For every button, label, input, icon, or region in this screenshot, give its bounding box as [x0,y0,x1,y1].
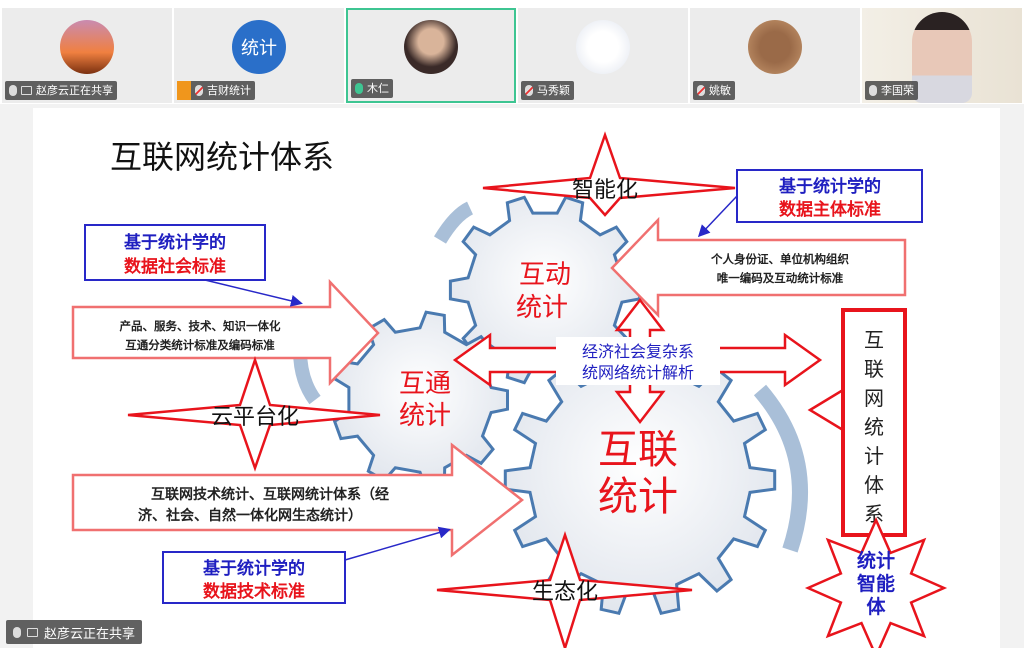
arrow-right [610,216,907,319]
box-subject-standard: 基于统计学的 数据主体标准 [697,169,923,238]
star-cloud-platform [127,356,381,472]
participant-tile[interactable]: 统计 吉财统计 [174,8,344,103]
svg-text:生态化: 生态化 [532,580,598,605]
svg-text:济、社会、自然一体化网生态统计）: 济、社会、自然一体化网生态统计） [138,507,362,524]
svg-text:互联网技术统计、互联网统计体系（经: 互联网技术统计、互联网统计体系（经 [151,486,389,503]
star-intelligent [482,131,736,217]
svg-text:产品、服务、技术、知识一体化: 产品、服务、技术、知识一体化 [120,319,281,333]
participant-name: 赵彦云正在共享 [36,84,113,97]
box-social-standard: 基于统计学的 数据社会标准 [84,224,303,307]
svg-text:统计: 统计 [857,549,895,572]
svg-text:智能: 智能 [857,572,895,595]
flow-arrow [753,384,808,553]
gear-connect-label: 互通 [399,369,451,399]
vertical-box-char: 系 [864,502,884,526]
avatar [404,20,458,74]
video-feed [912,12,972,103]
svg-text:基于统计学的: 基于统计学的 [123,232,226,253]
participant-tile[interactable]: 马秀颖 [518,8,688,103]
host-icon [177,81,191,100]
star-stat-agent [804,516,948,648]
svg-text:数据主体标准: 数据主体标准 [779,199,881,220]
avatar [748,20,802,74]
vertical-box-char: 计 [864,444,884,468]
svg-text:数据社会标准: 数据社会标准 [124,256,226,277]
svg-text:互通分类统计标准及编码标准: 互通分类统计标准及编码标准 [125,338,275,352]
mic-icon [13,626,21,638]
svg-text:统计: 统计 [598,474,678,520]
participant-tile-active[interactable]: 木仁 [346,8,516,103]
avatar [576,20,630,74]
participant-tile[interactable]: 姚敏 [690,8,860,103]
avatar: 统计 [232,20,286,74]
svg-text:体: 体 [866,595,886,618]
box-tech-standard: 基于统计学的 数据技术标准 [162,526,451,604]
svg-text:统计: 统计 [399,401,451,431]
mic-icon [9,85,17,96]
svg-text:云平台化: 云平台化 [211,405,299,430]
svg-text:基于统计学的: 基于统计学的 [778,176,881,197]
screen-share-icon [27,627,38,637]
arrow-left-bottom [71,442,525,558]
mic-muted-icon [195,85,203,96]
participant-strip: 赵彦云正在共享 统计 吉财统计 木仁 马秀颖 姚敏 李国荣 [0,0,1024,104]
flow-arrow [433,201,474,244]
participant-name: 姚敏 [709,84,731,97]
participant-name: 李国荣 [881,84,914,97]
svg-text:统网络统计解析: 统网络统计解析 [582,363,694,382]
svg-text:智能化: 智能化 [572,178,638,203]
svg-text:统计: 统计 [516,293,568,323]
arrow-left-top [71,278,380,387]
sharing-indicator: 赵彦云正在共享 [6,620,143,644]
mic-icon [869,85,877,96]
svg-text:数据技术标准: 数据技术标准 [203,581,305,602]
gear-internet-label: 互联 [598,427,678,473]
vertical-box-char: 网 [864,386,884,410]
participant-tile[interactable]: 赵彦云正在共享 [2,8,172,103]
vertical-box [841,308,907,537]
vertical-box-char: 体 [864,473,884,497]
mic-muted-icon [525,85,533,96]
star-ecology [436,531,693,648]
participant-name: 马秀颖 [537,84,570,97]
mic-muted-icon [697,85,705,96]
vertical-box-char: 联 [864,357,884,381]
svg-text:唯一编码及互动统计标准: 唯一编码及互动统计标准 [717,271,844,285]
mic-speaking-icon [355,83,363,94]
avatar [60,20,114,74]
vertical-box-char: 互 [864,328,884,352]
participant-name: 吉财统计 [207,84,251,97]
slide-title: 互联网统计体系 [110,138,334,176]
svg-text:个人身份证、单位机构组织: 个人身份证、单位机构组织 [710,252,849,266]
gear-interact-label: 互动 [519,260,571,290]
vertical-box-char: 统 [864,415,884,439]
shared-slide: 互联网统计体系 产品、服务、技术、知识一体化 互通分类统计标准及编码标准 个人身… [33,108,1000,648]
center-box-text: 经济社会复杂系 [582,342,694,361]
svg-text:基于统计学的: 基于统计学的 [202,558,305,579]
participant-name: 木仁 [367,82,389,95]
screen-share-icon [21,86,32,95]
participant-video-tile[interactable]: 李国荣 [862,8,1022,103]
